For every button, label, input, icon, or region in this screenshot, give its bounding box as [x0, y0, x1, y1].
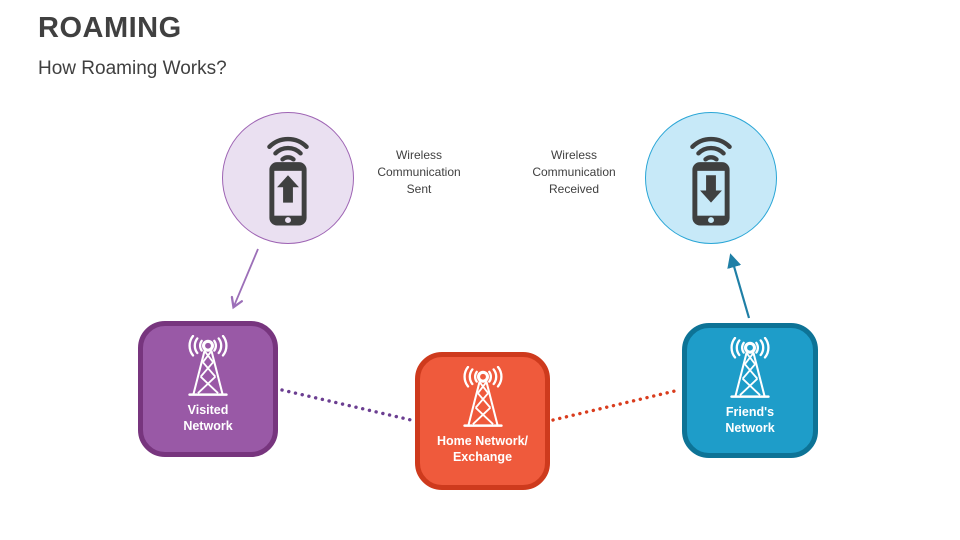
page-title: ROAMING	[38, 12, 182, 44]
wireless-sent-label: Wireless Communication Sent	[377, 148, 461, 197]
radio-tower-icon	[730, 337, 770, 398]
visited-network-node: Visited Network	[138, 321, 278, 457]
visited-network-label: Visited Network	[183, 403, 233, 434]
friends-network-node: Friend's Network	[682, 323, 818, 458]
smartphone-download-icon	[690, 136, 732, 226]
wireless-received-label: Wireless Communication Received	[532, 148, 616, 197]
radio-tower-icon	[188, 335, 228, 396]
dotted-link-home-friends	[551, 388, 681, 422]
received-phone-node	[645, 112, 777, 244]
friends-network-label: Friend's Network	[725, 405, 775, 436]
arrow-sent-to-visited	[230, 248, 259, 310]
smartphone-upload-icon	[267, 136, 309, 226]
dotted-link-visited-home	[280, 388, 413, 422]
home-network-node: Home Network/ Exchange	[415, 352, 550, 490]
page-subtitle: How Roaming Works?	[38, 58, 227, 79]
home-network-label: Home Network/ Exchange	[437, 434, 528, 465]
arrow-friends-to-received	[727, 253, 751, 319]
sent-phone-node	[222, 112, 354, 244]
radio-tower-icon	[462, 366, 503, 427]
